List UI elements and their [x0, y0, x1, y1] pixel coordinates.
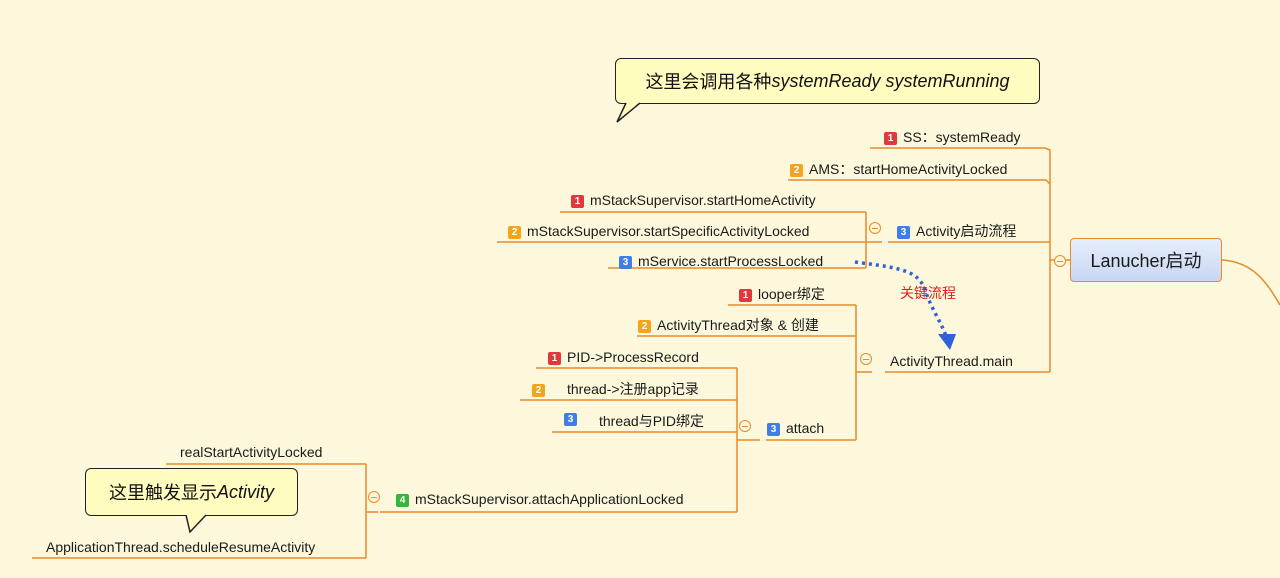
- node-text: ActivityThread.main: [890, 353, 1013, 369]
- callout-display-activity: 这里触发显示 Activity: [85, 468, 298, 516]
- node-text: mStackSupervisor.attachApplicationLocked: [415, 491, 684, 507]
- priority-1-icon: 1: [884, 132, 897, 145]
- priority-2-icon: 2: [508, 226, 521, 239]
- node-text: SS：systemReady: [903, 129, 1021, 145]
- collapse-toggle-attach[interactable]: [739, 420, 751, 432]
- priority-1-icon: 1: [571, 195, 584, 208]
- node-activity-flow[interactable]: 3 Activity启动流程: [897, 222, 1016, 240]
- priority-1-icon: 1: [548, 352, 561, 365]
- callout-top-tail: [616, 102, 641, 123]
- callout-bottom-prefix: 这里触发显示: [108, 483, 217, 503]
- node-text: looper绑定: [758, 286, 825, 302]
- priority-3-icon: 3: [767, 423, 780, 436]
- key-flow-arrow: [854, 260, 948, 337]
- priority-2-icon: 2: [790, 164, 803, 177]
- root-label: Lanucher启动: [1090, 251, 1202, 271]
- node-text: PID->ProcessRecord: [567, 349, 699, 365]
- node-pid-process-record[interactable]: 1 PID->ProcessRecord: [548, 348, 699, 366]
- node-attach[interactable]: 3 attach: [767, 419, 824, 437]
- node-activity-thread-create[interactable]: 2 ActivityThread对象 & 创建: [638, 316, 819, 334]
- key-flow-arrowhead: [938, 334, 956, 350]
- collapse-toggle-activity-flow[interactable]: [869, 222, 881, 234]
- priority-3-icon: 3: [897, 226, 910, 239]
- node-text: realStartActivityLocked: [180, 444, 323, 460]
- priority-1-icon: 1: [739, 289, 752, 302]
- callout-top-prefix: 这里会调用各种: [645, 72, 772, 92]
- node-ams-start-home[interactable]: 2 AMS：startHomeActivityLocked: [790, 160, 1007, 178]
- node-start-process-locked[interactable]: 3 mService.startProcessLocked: [619, 252, 823, 270]
- node-text: Activity启动流程: [916, 223, 1017, 239]
- priority-3-icon: 3: [564, 413, 577, 426]
- collapse-toggle-attach-application[interactable]: [368, 491, 380, 503]
- node-text: mStackSupervisor.startHomeActivity: [590, 192, 816, 208]
- node-activity-thread-main[interactable]: ActivityThread.main: [890, 352, 1013, 370]
- priority-3-icon: 3: [619, 256, 632, 269]
- callout-system-ready: 这里会调用各种 systemReady systemRunning: [615, 58, 1040, 104]
- node-text: mService.startProcessLocked: [638, 253, 824, 269]
- node-start-home-activity[interactable]: 1 mStackSupervisor.startHomeActivity: [571, 191, 816, 209]
- callout-bottom-tail-mask: [187, 512, 205, 515]
- node-schedule-resume-activity[interactable]: ApplicationThread.scheduleResumeActivity: [46, 538, 315, 556]
- priority-2-icon: 2: [638, 320, 651, 333]
- node-ss-system-ready[interactable]: 1 SS：systemReady: [884, 128, 1020, 146]
- key-flow-label: 关键流程: [900, 285, 956, 301]
- node-thread-register-app[interactable]: 2 thread->注册app记录: [532, 380, 699, 398]
- node-text: thread->注册app记录: [567, 381, 699, 397]
- callout-bottom-tail: [185, 514, 207, 534]
- root-node-launcher[interactable]: Lanucher启动: [1070, 238, 1222, 282]
- node-text: ApplicationThread.scheduleResumeActivity: [46, 539, 316, 555]
- node-text: attach: [786, 420, 825, 436]
- node-text: ActivityThread对象 & 创建: [657, 317, 819, 333]
- node-thread-pid-bind[interactable]: 3 thread与PID绑定: [564, 412, 704, 430]
- node-looper-bind[interactable]: 1 looper绑定: [739, 285, 825, 303]
- priority-2-icon: 2: [532, 384, 545, 397]
- node-text: thread与PID绑定: [599, 413, 705, 429]
- node-real-start-activity[interactable]: realStartActivityLocked: [180, 443, 322, 461]
- node-text: mStackSupervisor.startSpecificActivityLo…: [527, 223, 810, 239]
- collapse-toggle-root[interactable]: [1054, 255, 1066, 267]
- node-attach-application-locked[interactable]: 4 mStackSupervisor.attachApplicationLocke…: [396, 490, 683, 508]
- collapse-toggle-activity-thread-main[interactable]: [860, 353, 872, 365]
- node-start-specific-activity[interactable]: 2 mStackSupervisor.startSpecificActivityL…: [508, 222, 809, 240]
- node-text: AMS：startHomeActivityLocked: [809, 161, 1008, 177]
- callout-bottom-italic: Activity: [216, 481, 274, 502]
- callout-top-italic: systemReady systemRunning: [771, 70, 1010, 91]
- priority-4-icon: 4: [396, 494, 409, 507]
